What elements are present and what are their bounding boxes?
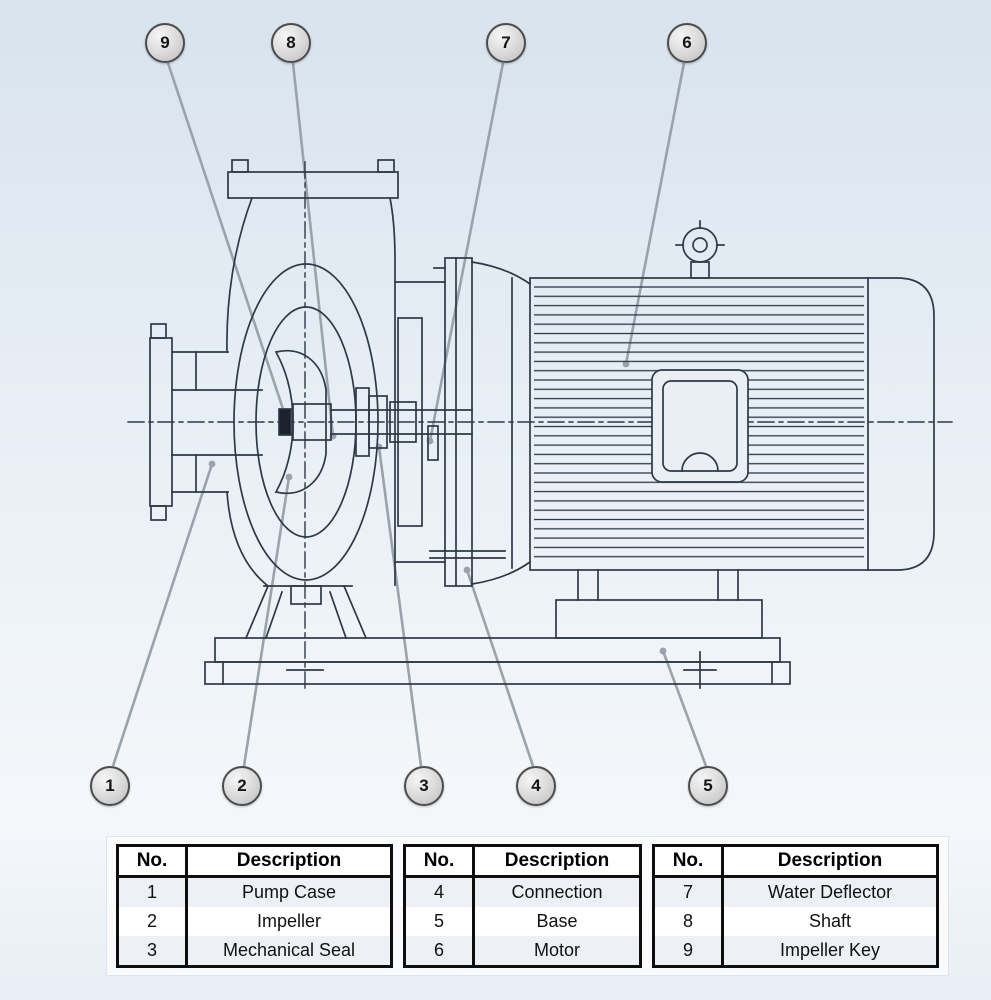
table-header-no: No. xyxy=(653,845,724,878)
callout-number: 8 xyxy=(286,33,296,52)
callout-number: 1 xyxy=(105,776,115,795)
mechanical-seal xyxy=(355,387,388,457)
part-number: 1 xyxy=(117,876,188,907)
part-number: 4 xyxy=(404,876,475,907)
part-description: Impeller xyxy=(256,911,322,931)
callout-number: 7 xyxy=(501,33,511,52)
callout-5: 5 xyxy=(688,766,728,806)
callout-9: 9 xyxy=(145,23,185,63)
part-number: 2 xyxy=(117,907,188,936)
table-row: 3 Mechanical Seal xyxy=(117,936,392,967)
pump-case xyxy=(226,159,399,605)
part-number: 5 xyxy=(404,907,475,936)
part-description: Impeller Key xyxy=(779,940,881,960)
impeller-key xyxy=(278,408,292,436)
callout-number: 9 xyxy=(160,33,170,52)
callout-2: 2 xyxy=(222,766,262,806)
table-row: 7 Water Deflector xyxy=(653,876,938,907)
callout-number: 6 xyxy=(682,33,692,52)
table-row: 2 Impeller xyxy=(117,907,392,936)
part-number: 7 xyxy=(653,876,724,907)
callout-number: 5 xyxy=(703,776,713,795)
parts-tables-panel: No. Description 1 Pump Case 2 Impeller 3… xyxy=(106,836,949,976)
table-row: 1 Pump Case xyxy=(117,876,392,907)
part-description: Pump Case xyxy=(241,882,337,902)
table-header-description: Description xyxy=(722,845,938,878)
callout-number: 3 xyxy=(419,776,429,795)
parts-table-3: No. Description 7 Water Deflector 8 Shaf… xyxy=(652,844,939,968)
bearing-bracket xyxy=(394,281,446,563)
part-description: Connection xyxy=(511,882,603,902)
leader-lines xyxy=(111,62,708,767)
part-description: Mechanical Seal xyxy=(222,940,356,960)
callout-4: 4 xyxy=(516,766,556,806)
part-description: Water Deflector xyxy=(767,882,893,902)
callout-3: 3 xyxy=(404,766,444,806)
table-row: 9 Impeller Key xyxy=(653,936,938,967)
motor-bell xyxy=(471,261,532,585)
table-row: 8 Shaft xyxy=(653,907,938,936)
water-deflector xyxy=(427,425,439,461)
callout-1: 1 xyxy=(90,766,130,806)
shaft xyxy=(330,401,473,443)
callout-8: 8 xyxy=(271,23,311,63)
impeller xyxy=(274,349,332,495)
motor-feet xyxy=(555,569,763,639)
part-number: 3 xyxy=(117,936,188,967)
callout-number: 2 xyxy=(237,776,247,795)
table-header-no: No. xyxy=(404,845,475,878)
callout-6: 6 xyxy=(667,23,707,63)
part-number: 9 xyxy=(653,936,724,967)
table-row: 6 Motor xyxy=(404,936,641,967)
pump-pedestal xyxy=(244,584,368,640)
table-header-description: Description xyxy=(473,845,641,878)
parts-table-1: No. Description 1 Pump Case 2 Impeller 3… xyxy=(116,844,393,968)
base xyxy=(204,637,791,689)
connection xyxy=(429,257,506,587)
part-number: 6 xyxy=(404,936,475,967)
table-row: 5 Base xyxy=(404,907,641,936)
part-number: 8 xyxy=(653,907,724,936)
eye-bolt xyxy=(675,220,725,279)
terminal-box xyxy=(651,369,749,483)
table-header-no: No. xyxy=(117,845,188,878)
callout-7: 7 xyxy=(486,23,526,63)
part-description: Motor xyxy=(533,940,580,960)
part-description: Base xyxy=(536,911,578,931)
table-row: 4 Connection xyxy=(404,876,641,907)
callout-number: 4 xyxy=(531,776,541,795)
table-header-description: Description xyxy=(186,845,392,878)
suction-flange xyxy=(149,323,263,521)
part-description: Shaft xyxy=(808,911,852,931)
parts-table-2: No. Description 4 Connection 5 Base 6 Mo… xyxy=(403,844,642,968)
